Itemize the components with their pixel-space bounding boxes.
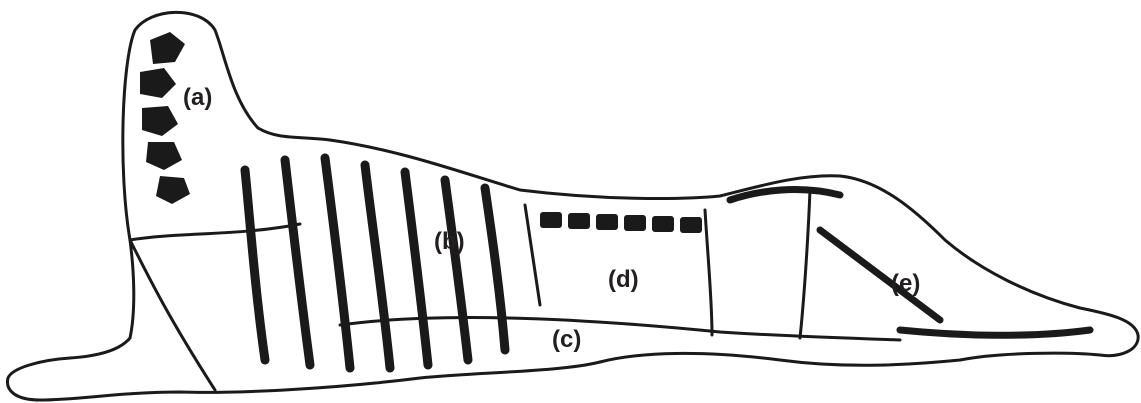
cut-line-loin-leg [705, 210, 712, 335]
label-c: (c) [552, 328, 581, 352]
label-e: (e) [891, 272, 920, 296]
label-a: (a) [183, 86, 212, 110]
label-d: (d) [608, 268, 639, 292]
neck-vertebrae [140, 32, 190, 204]
ribs [245, 158, 505, 368]
cut-line-neck [130, 224, 300, 240]
cut-line-shoulder [130, 240, 215, 390]
spine-vertebrae [540, 212, 702, 233]
leg-bones [730, 190, 1090, 336]
label-b: (b) [434, 230, 465, 254]
cut-line-leg [800, 190, 810, 338]
cut-line-rib-loin [525, 205, 540, 305]
